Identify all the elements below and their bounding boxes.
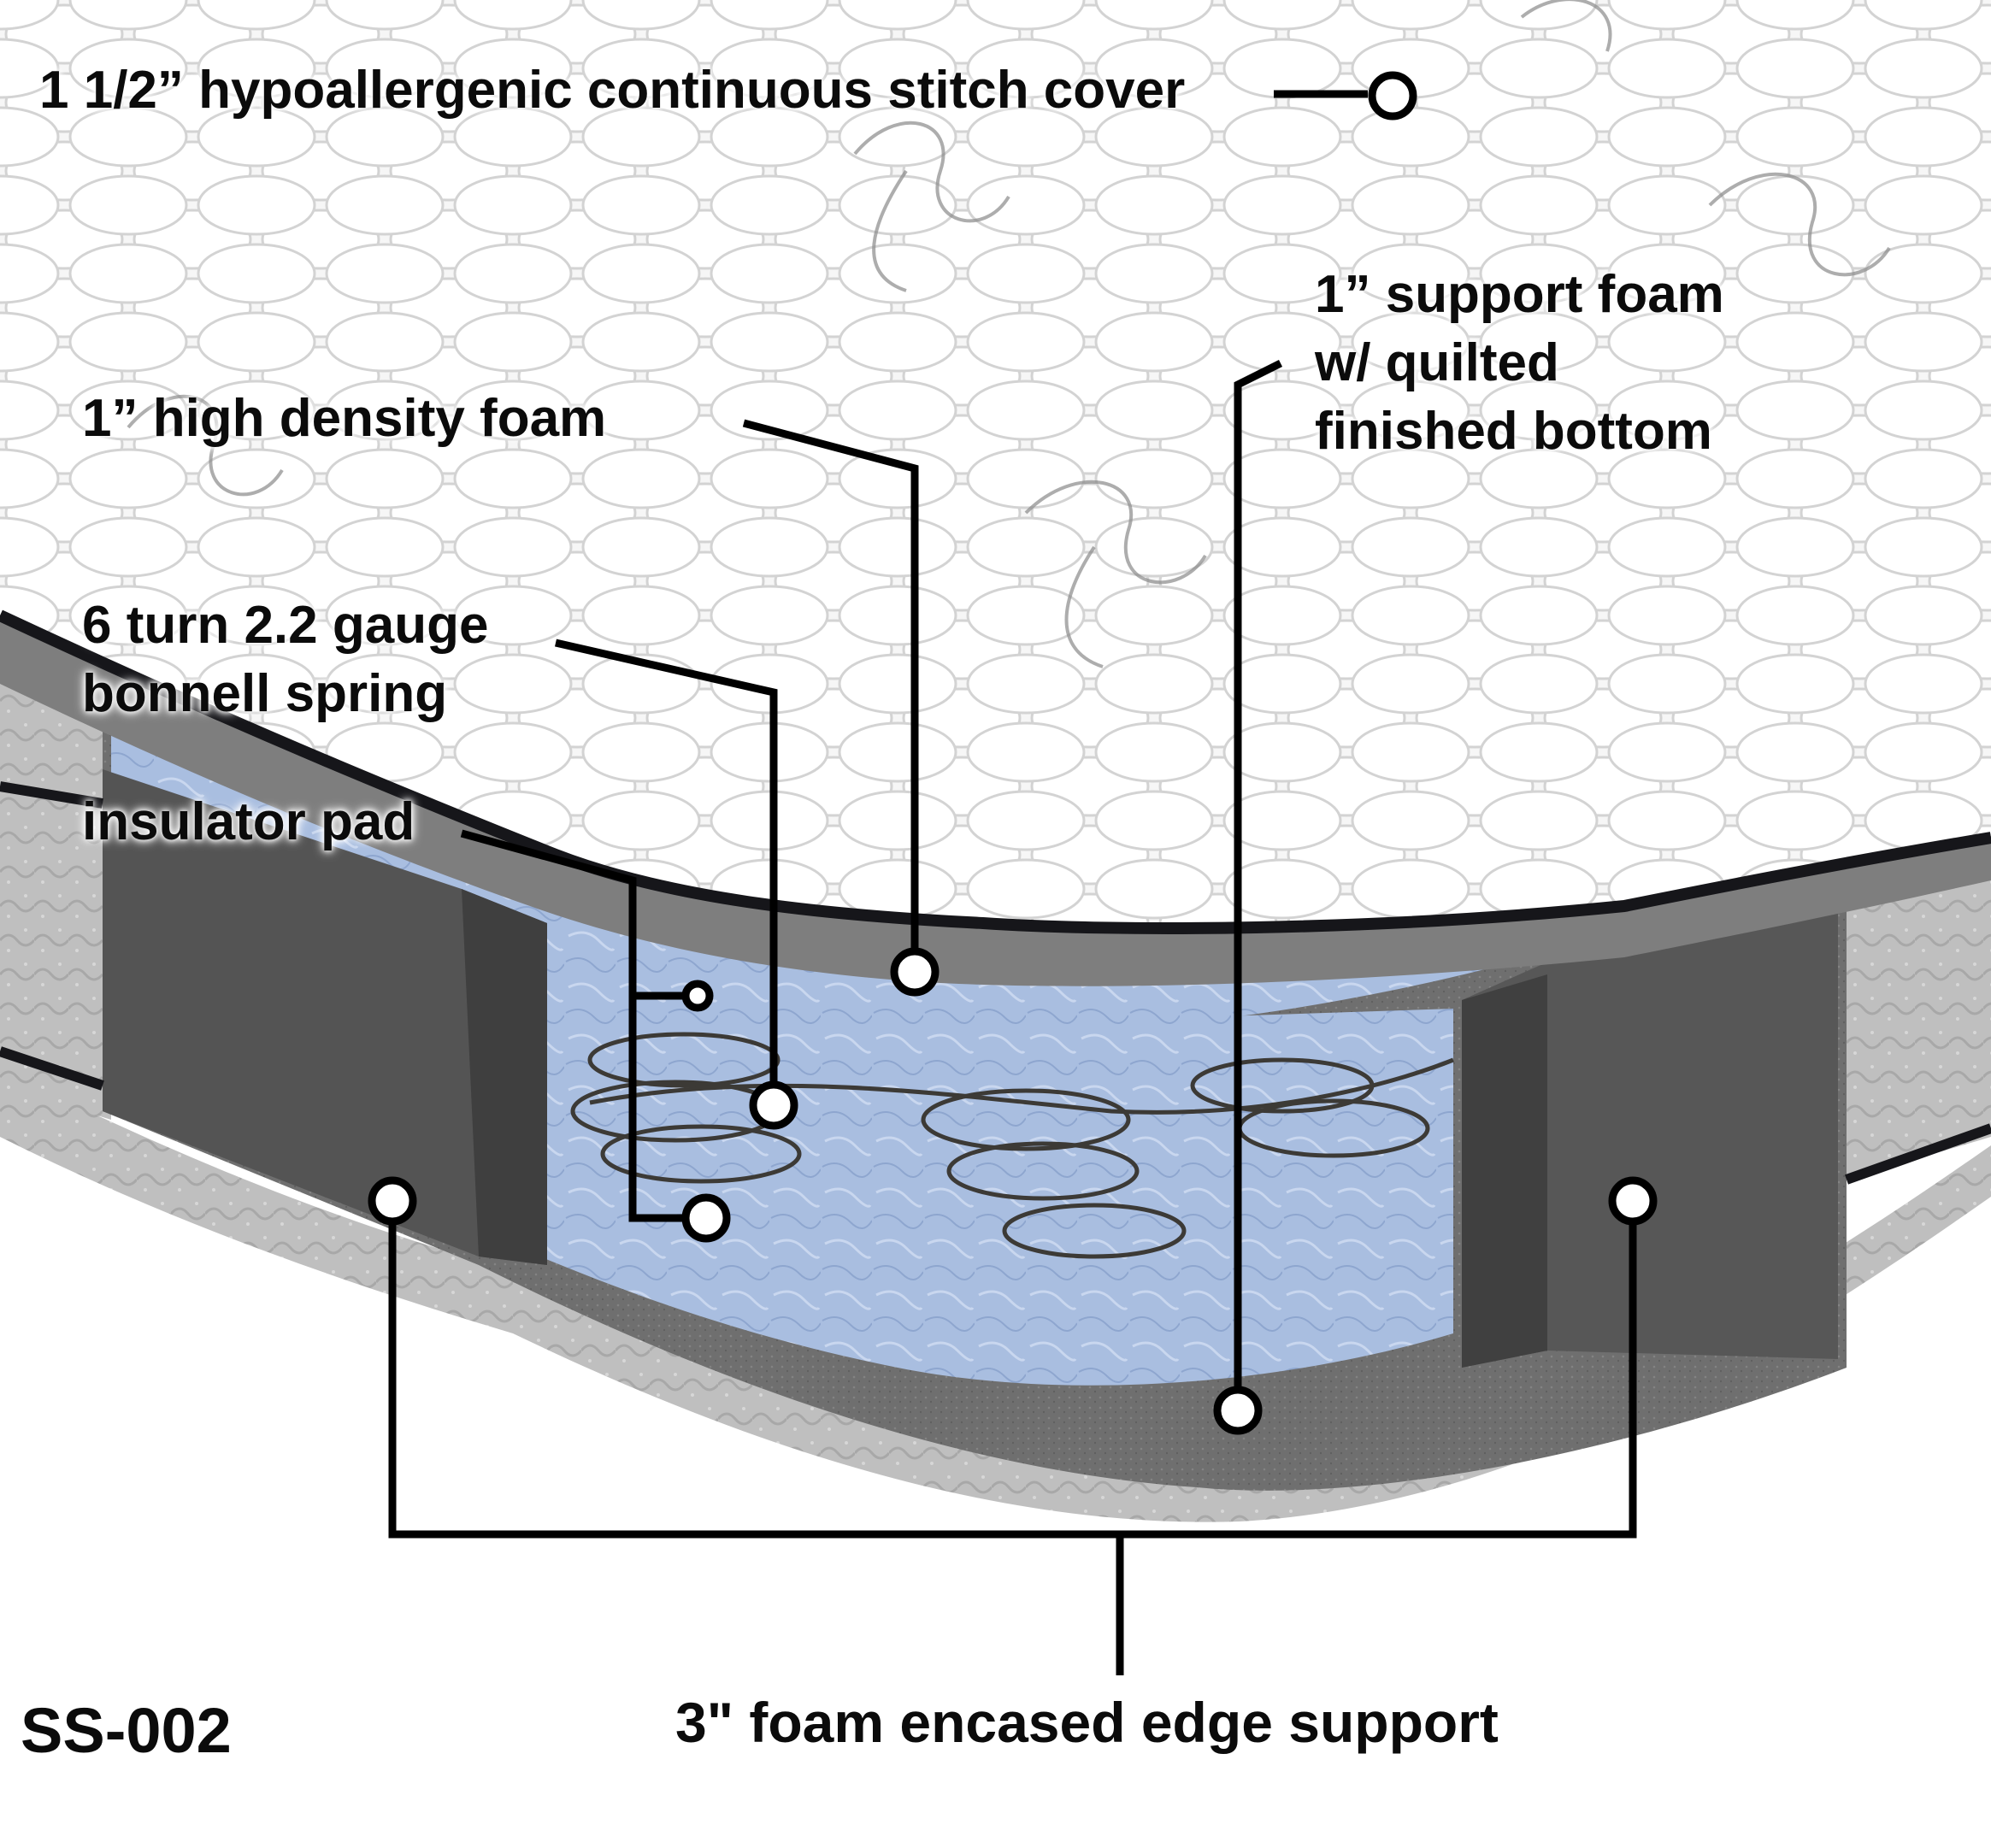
bottom-piping-left	[0, 1046, 104, 1091]
middle-piping-right	[1845, 833, 1991, 868]
bottom-knit-panel	[0, 1068, 1991, 1522]
callout-dot-cover	[1368, 71, 1417, 121]
label-support-foam-line-2: w/ quilted	[1315, 333, 1559, 392]
callout-dots	[368, 71, 1658, 1435]
damask-motifs	[127, 0, 1891, 668]
insulator-pad	[479, 932, 1453, 1386]
edge-foam-right-block	[1462, 855, 1838, 1368]
label-cover: 1 1/2” hypoallergenic continuous stitch …	[39, 61, 1186, 120]
model-code: SS-002	[21, 1695, 232, 1766]
label-support-foam: 1” support foam w/ quilted finished bott…	[1315, 261, 1724, 466]
label-support-foam-line-3: finished bottom	[1315, 402, 1712, 461]
middle-piping	[0, 781, 103, 809]
callout-dot-edge-left	[368, 1176, 417, 1226]
callout-line-spring	[555, 639, 778, 1081]
callout-dot-insulator-b	[681, 1193, 731, 1243]
label-bonnell-spring-line-2: bonnell spring	[82, 664, 448, 723]
bonnell-springs	[570, 1032, 1454, 1259]
label-bonnell-spring-line-1: 6 turn 2.2 gauge	[82, 596, 489, 655]
callout-dot-spring	[749, 1080, 798, 1130]
label-high-density-foam: 1” high density foam	[82, 389, 607, 448]
edge-foam-left-block	[103, 769, 547, 1265]
callout-line-hdfoam	[742, 419, 919, 949]
label-edge-support: 3" foam encased edge support	[675, 1691, 1499, 1754]
callout-line-edge	[388, 1205, 1637, 1675]
top-piping	[0, 609, 1991, 934]
label-insulator-pad: insulator pad	[82, 792, 415, 851]
top-cover	[0, 0, 1991, 928]
bottom-piping-right	[1844, 1123, 1991, 1185]
label-bonnell-spring: 6 turn 2.2 gauge bonnell spring	[82, 591, 488, 728]
edge-foam-right-face	[1462, 974, 1547, 1368]
edge-foam-left-face	[462, 889, 547, 1265]
callout-dot-edge-right	[1608, 1176, 1658, 1226]
callout-lines	[388, 90, 1637, 1675]
callout-dot-insulator-a	[681, 980, 714, 1012]
callout-dot-support	[1213, 1386, 1263, 1435]
top-layer-band	[0, 615, 1991, 986]
side-panel-left	[0, 615, 111, 1120]
callout-line-insulator	[460, 829, 688, 1222]
callout-line-support	[1234, 359, 1283, 1398]
label-support-foam-line-1: 1” support foam	[1315, 265, 1724, 324]
callout-dot-hdfoam	[890, 947, 940, 997]
